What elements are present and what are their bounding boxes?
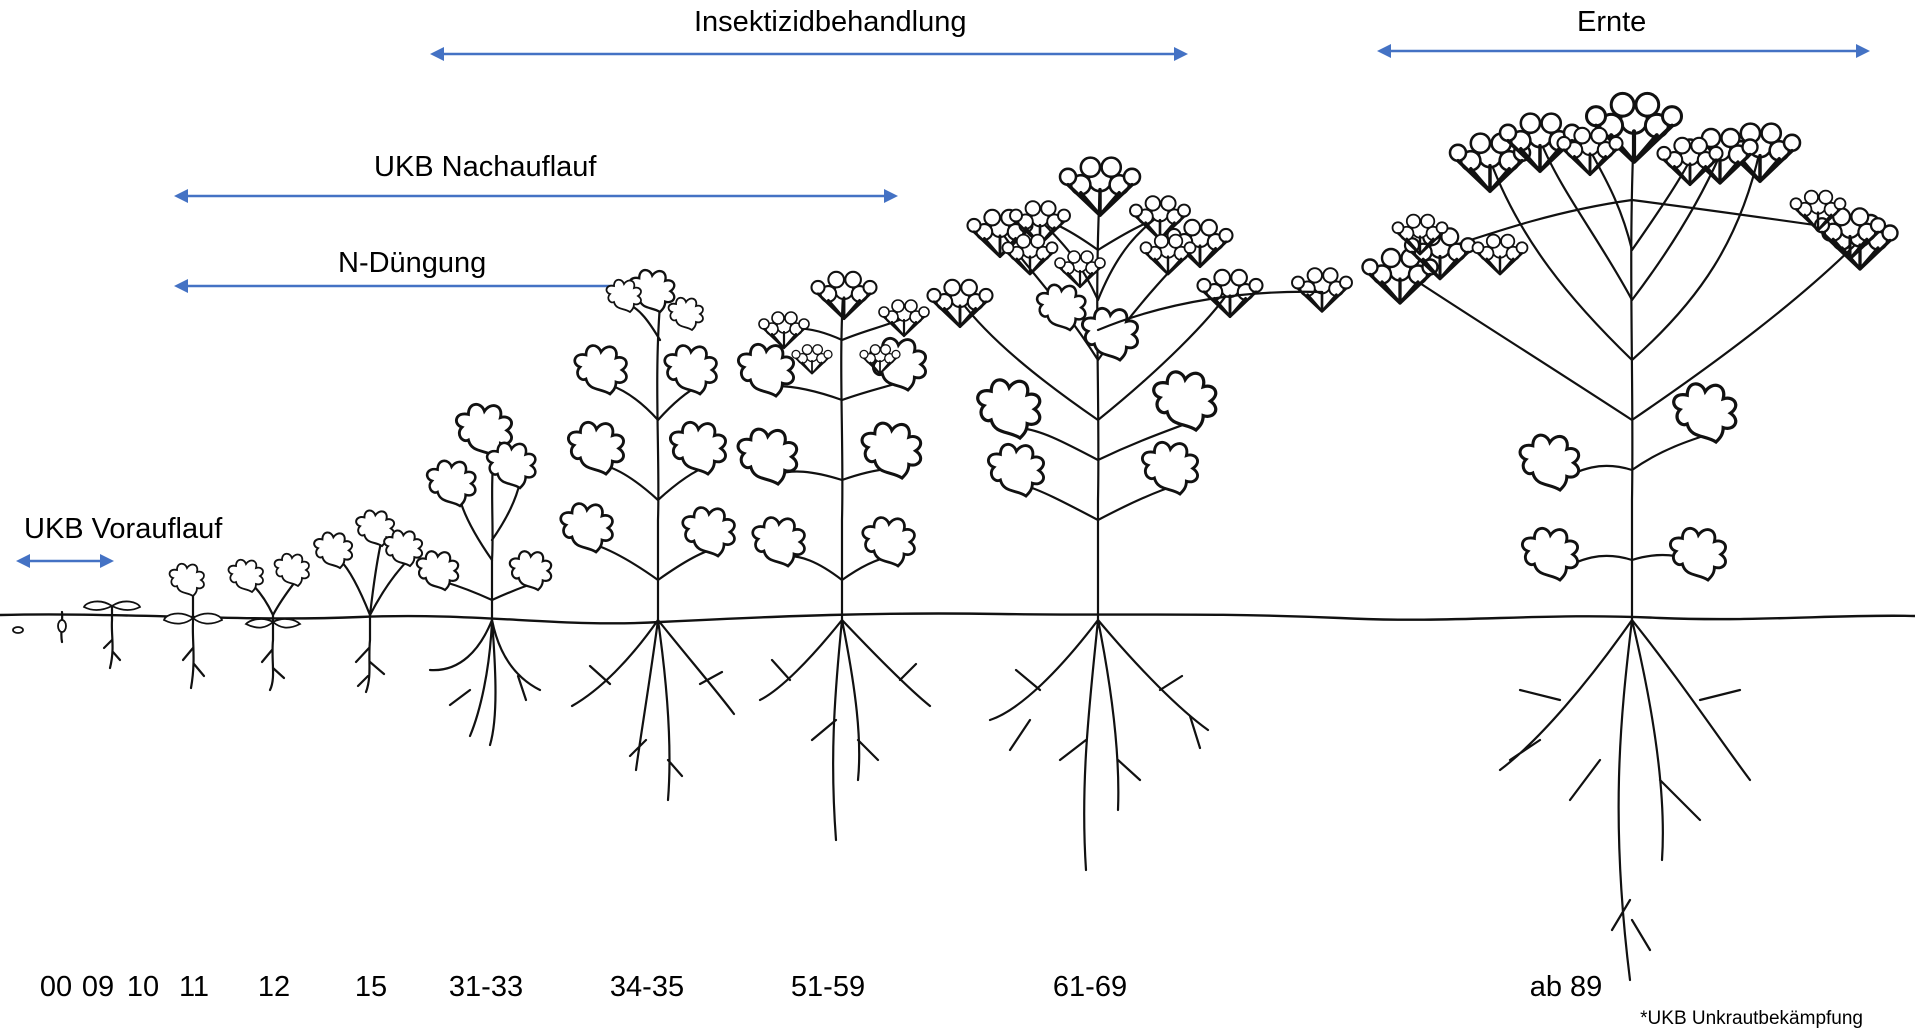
- plant-stage-31-33: [417, 404, 551, 745]
- label-post-emergence: UKB Nachauflauf: [374, 153, 596, 182]
- arrow-insecticide: [430, 47, 1188, 61]
- plant-stage-34-35: [561, 270, 735, 800]
- stage-label: 31-33: [449, 973, 523, 1002]
- plant-stage-15: [314, 510, 422, 692]
- stage-label: 09: [82, 973, 114, 1002]
- plant-stage-61-69: [928, 158, 1353, 870]
- arrow-n-fertilization: [174, 279, 667, 293]
- stage-label: 11: [179, 973, 209, 1002]
- label-n-fertilization: N-Düngung: [338, 249, 486, 278]
- plant-stage-12: [229, 554, 309, 690]
- plant-stage-ab-89: [1363, 93, 1898, 980]
- stage-label: 61-69: [1053, 973, 1127, 1002]
- plant-stage-11: [164, 564, 222, 688]
- stage-label: ab 89: [1530, 973, 1603, 1002]
- stage-label: 00: [40, 973, 72, 1002]
- stage-label: 12: [258, 973, 290, 1002]
- arrow-harvest: [1377, 44, 1870, 58]
- plant-stage-51-59: [738, 272, 930, 840]
- arrow-post-emergence: [174, 189, 898, 203]
- stage-label: 51-59: [791, 973, 865, 1002]
- stage-label: 34-35: [610, 973, 684, 1002]
- plant-stage-10: [84, 601, 140, 668]
- stage-label: 10: [127, 973, 159, 1002]
- plant-stage-00: [13, 612, 66, 642]
- label-harvest: Ernte: [1577, 8, 1646, 37]
- label-insecticide: Insektizidbehandlung: [694, 8, 966, 37]
- footnote: *UKB Unkrautbekämpfung: [1640, 1008, 1863, 1030]
- arrow-pre-emergence: [16, 554, 114, 568]
- label-pre-emergence: UKB Vorauflauf: [24, 515, 222, 544]
- stage-label: 15: [355, 973, 387, 1002]
